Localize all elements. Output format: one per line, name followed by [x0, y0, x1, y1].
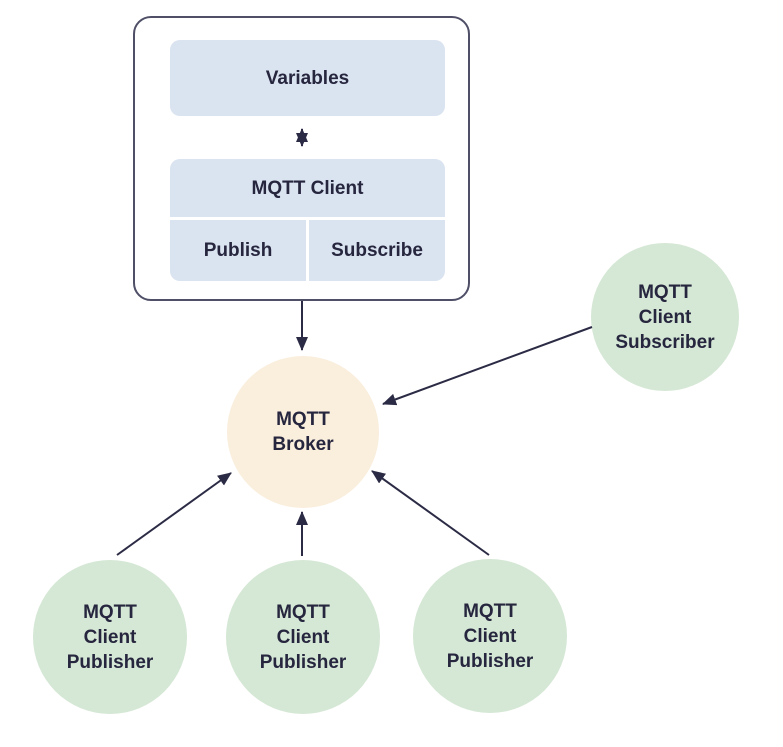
- mqtt-client-publisher-label-2: MQTT Client Publisher: [259, 601, 347, 673]
- mqtt-client-publisher-label-3: MQTT Client Publisher: [446, 600, 534, 672]
- arrow-publisher3-to-broker: [371, 470, 490, 556]
- mqtt-client-header: MQTT Client: [170, 159, 445, 220]
- mqtt-client-subscriber-node: MQTT Client Subscriber: [591, 243, 739, 391]
- subscribe-cell: Subscribe: [309, 220, 445, 281]
- variables-label: Variables: [265, 67, 350, 89]
- arrow-subscriber-to-broker: [382, 326, 593, 406]
- mqtt-client-cells: Publish Subscribe: [170, 220, 445, 281]
- publish-label: Publish: [203, 240, 273, 261]
- mqtt-client-label: MQTT Client: [251, 177, 364, 199]
- mqtt-client-publisher-node-2: MQTT Client Publisher: [226, 560, 380, 714]
- mqtt-client-publisher-label-1: MQTT Client Publisher: [66, 601, 154, 673]
- mqtt-client-publisher-node-3: MQTT Client Publisher: [413, 559, 567, 713]
- mqtt-broker-label: MQTT Broker: [272, 409, 334, 455]
- arrow-publisher1-to-broker: [116, 472, 232, 556]
- mqtt-broker-node: MQTT Broker: [227, 356, 379, 508]
- mqtt-client-publisher-node-1: MQTT Client Publisher: [33, 560, 187, 714]
- subscribe-label: Subscribe: [331, 240, 423, 261]
- mqtt-client-subscriber-label: MQTT Client Subscriber: [615, 281, 715, 353]
- mqtt-client-box: MQTT Client Publish Subscribe: [170, 159, 445, 281]
- variables-box: Variables: [170, 40, 445, 116]
- publish-cell: Publish: [170, 220, 309, 281]
